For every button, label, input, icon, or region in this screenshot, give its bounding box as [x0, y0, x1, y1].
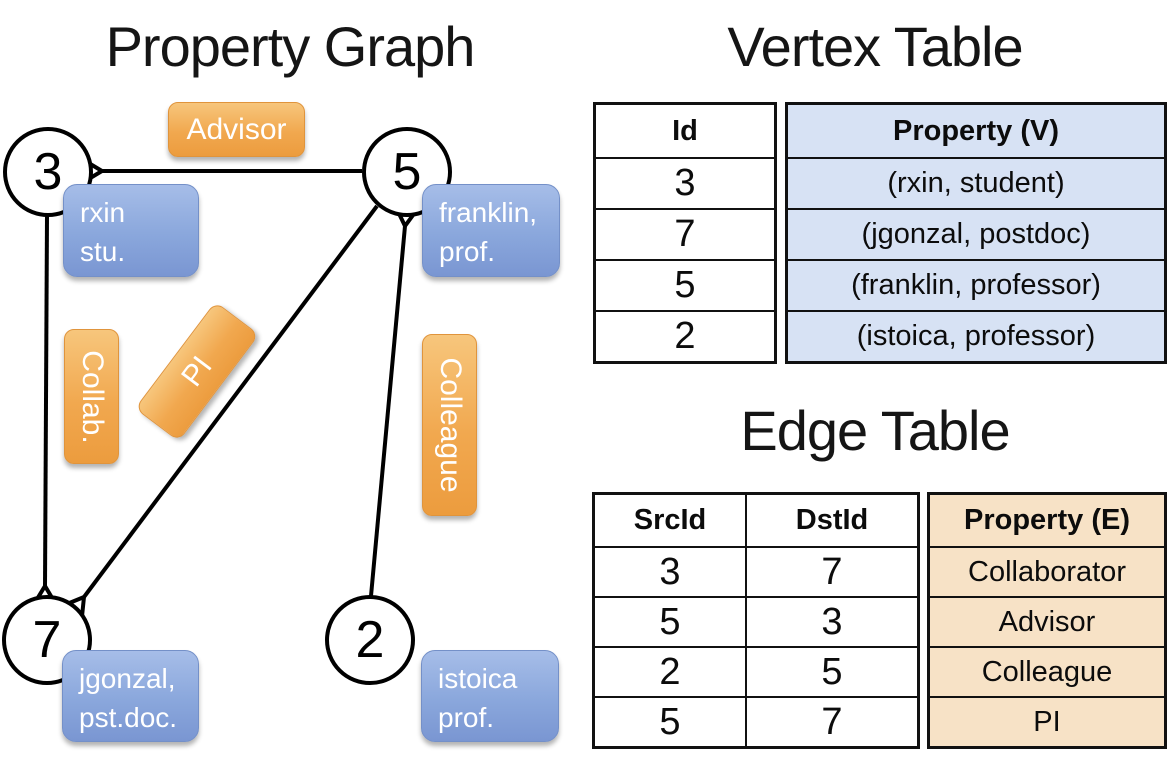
- edge-property-cell: Collaborator: [930, 546, 1164, 596]
- graph-edges-canvas: [33, 160, 418, 617]
- edge-table-dst-column: DstId 7 3 5 7: [745, 495, 917, 746]
- vertex-property-line: istoica: [438, 663, 518, 694]
- edge-property-cell: PI: [930, 696, 1164, 746]
- vertex-property-cell: (istoica, professor): [788, 310, 1164, 361]
- vertex-table-header-property: Property (V): [788, 105, 1164, 157]
- edge-label-advisor: Advisor: [168, 102, 305, 157]
- edge-label-collab: Collab.: [64, 329, 119, 464]
- edge-dstid-cell: 5: [747, 646, 917, 696]
- vertex-id-cell: 3: [596, 157, 774, 208]
- node-id-label: 3: [33, 143, 63, 201]
- vertex-property-cell: (franklin, professor): [788, 259, 1164, 310]
- vertex-id-cell: 5: [596, 259, 774, 310]
- vertex-property-line: franklin,: [439, 197, 538, 228]
- edge-colleague-line: [369, 208, 418, 597]
- vertex-property-line: stu.: [80, 236, 126, 267]
- vertex-table-id-column: Id 3 7 5 2: [593, 102, 777, 364]
- edge-dstid-cell: 3: [747, 596, 917, 646]
- node-id-label: 2: [355, 611, 385, 669]
- edge-table-id-columns: SrcId 3 5 2 5 DstId 7 3 5 7: [592, 492, 920, 749]
- vertex-property-line: rxin: [80, 197, 126, 228]
- vertex-property-box-2: istoica prof.: [421, 650, 559, 742]
- graph-panel-title: Property Graph: [105, 15, 476, 78]
- vertex-property-line: jgonzal,: [79, 663, 176, 694]
- edge-srcid-cell: 3: [595, 546, 745, 596]
- vertex-table-property-column: Property (V) (rxin, student) (jgonzal, p…: [785, 102, 1167, 364]
- edge-table-header-dstid: DstId: [795, 504, 869, 536]
- edge-table-header-srcid: SrcId: [633, 504, 707, 536]
- vertex-id-cell: 7: [596, 208, 774, 259]
- vertex-table-header-id: Id: [672, 114, 698, 147]
- edge-label-colleague: Colleague: [422, 334, 477, 516]
- vertex-property-box-5: franklin, prof.: [422, 184, 560, 277]
- edge-dstid-cell: 7: [747, 546, 917, 596]
- edge-pi-line: [65, 204, 379, 617]
- edge-table-property-column: Property (E) Collaborator Advisor Collea…: [927, 492, 1167, 749]
- edge-srcid-cell: 2: [595, 646, 745, 696]
- edge-property-cell: Advisor: [930, 596, 1164, 646]
- vertex-id-cell: 2: [596, 310, 774, 361]
- vertex-property-cell: (rxin, student): [788, 157, 1164, 208]
- edge-collab-line: [33, 215, 56, 604]
- edge-table-title: Edge Table: [740, 399, 1010, 462]
- property-graph-panel: Property Graph 3 5 7 2 rxin stu. frankli…: [0, 0, 580, 760]
- edge-table-src-column: SrcId 3 5 2 5: [595, 495, 745, 746]
- edge-dstid-cell: 7: [747, 696, 917, 746]
- edge-table-header-property: Property (E): [930, 495, 1164, 546]
- edge-srcid-cell: 5: [595, 696, 745, 746]
- vertex-property-box-7: jgonzal, pst.doc.: [62, 650, 199, 742]
- graph-node-2: 2: [325, 595, 415, 685]
- node-id-label: 7: [32, 611, 62, 669]
- vertex-property-cell: (jgonzal, postdoc): [788, 208, 1164, 259]
- vertex-table-title: Vertex Table: [727, 15, 1023, 78]
- graph-node-5: 5: [362, 127, 452, 217]
- node-id-label: 5: [392, 143, 422, 201]
- edge-srcid-cell: 5: [595, 596, 745, 646]
- vertex-property-line: pst.doc.: [79, 702, 178, 733]
- vertex-property-line: prof.: [439, 236, 496, 267]
- vertex-property-box-3: rxin stu.: [63, 184, 199, 277]
- vertex-property-line: prof.: [438, 702, 495, 733]
- edge-property-cell: Colleague: [930, 646, 1164, 696]
